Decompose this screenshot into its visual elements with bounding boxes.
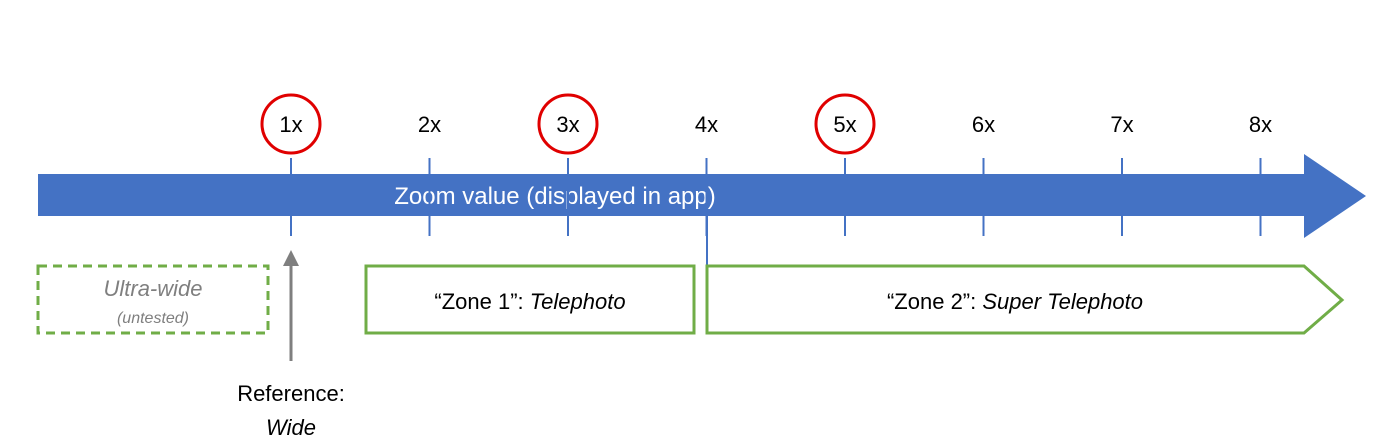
ultra-wide-subtitle: (untested) — [117, 310, 189, 327]
highlight-circle-3x — [537, 93, 599, 155]
zone-1-label: “Zone 1”: Telephoto — [434, 289, 625, 314]
zoom-axis-arrow — [38, 154, 1366, 238]
zone-2-prefix: “Zone 2”: — [887, 289, 982, 314]
tick-labels: 1x 2x 3x 4x 5x 6x 7x 8x — [279, 112, 1272, 137]
reference-line-2: Wide — [266, 415, 316, 440]
tick-label-4x: 4x — [695, 112, 718, 137]
ultra-wide-title: Ultra-wide — [103, 276, 202, 301]
zone-2-box — [705, 264, 1345, 335]
tick-marks — [290, 158, 1262, 236]
zone-1-prefix: “Zone 1”: — [434, 289, 529, 314]
tick-label-3x: 3x — [556, 112, 579, 137]
tick-label-8x: 8x — [1249, 112, 1272, 137]
zone-2-label: “Zone 2”: Super Telephoto — [887, 289, 1143, 314]
reference-arrow-head — [283, 250, 299, 266]
tick-label-7x: 7x — [1110, 112, 1133, 137]
ultra-wide-zone-box — [36, 264, 270, 335]
tick-label-6x: 6x — [972, 112, 995, 137]
zone-2-name: Super Telephoto — [982, 289, 1143, 314]
reference-line-1: Reference: — [237, 381, 345, 406]
highlight-circle-5x — [814, 93, 876, 155]
tick-label-1x: 1x — [279, 112, 302, 137]
tick-label-2x: 2x — [418, 112, 441, 137]
zone-1-name: Telephoto — [530, 289, 626, 314]
zone-1-box — [364, 264, 696, 335]
tick-label-5x: 5x — [833, 112, 856, 137]
axis-label: Zoom value (displayed in app) — [394, 183, 716, 210]
highlight-circles — [260, 93, 876, 155]
highlight-circle-1x — [260, 93, 322, 155]
